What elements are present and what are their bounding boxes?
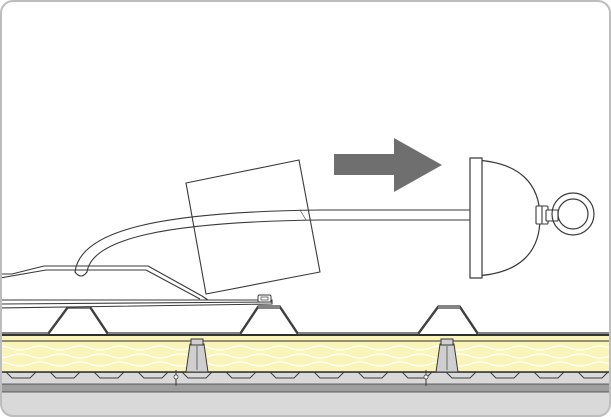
deck-rib bbox=[577, 371, 609, 379]
spacer-bracket-right bbox=[423, 338, 459, 386]
deck-rib bbox=[313, 371, 345, 379]
spacer-bracket-left bbox=[173, 338, 209, 386]
deck-rib bbox=[93, 371, 125, 379]
insulation-wave bbox=[1, 361, 610, 367]
loose-panel bbox=[185, 159, 321, 295]
base-strip bbox=[1, 299, 273, 309]
deck-rib bbox=[357, 371, 389, 379]
deck-rib bbox=[49, 371, 81, 379]
deck-rib bbox=[445, 371, 477, 379]
insulation-wave bbox=[1, 345, 610, 351]
deck-rib bbox=[5, 371, 37, 379]
right-arrow-icon bbox=[334, 138, 442, 192]
deck-rib bbox=[225, 371, 257, 379]
insulation-layer bbox=[1, 334, 610, 373]
pull-rod bbox=[74, 209, 541, 277]
deck-rib bbox=[137, 371, 169, 379]
deck-rib bbox=[181, 371, 213, 379]
insulation-texture bbox=[1, 345, 610, 367]
deck-rib-pattern bbox=[5, 371, 609, 379]
deck-rib bbox=[269, 371, 301, 379]
deck-rib bbox=[533, 371, 565, 379]
lifting-cup bbox=[469, 157, 541, 279]
deck-rib bbox=[489, 371, 521, 379]
support-deck bbox=[1, 371, 610, 416]
lifting-eye-ring bbox=[551, 192, 595, 236]
insulation-wave bbox=[1, 353, 610, 359]
deck-rib bbox=[401, 371, 433, 379]
fastener-clip bbox=[257, 294, 272, 303]
